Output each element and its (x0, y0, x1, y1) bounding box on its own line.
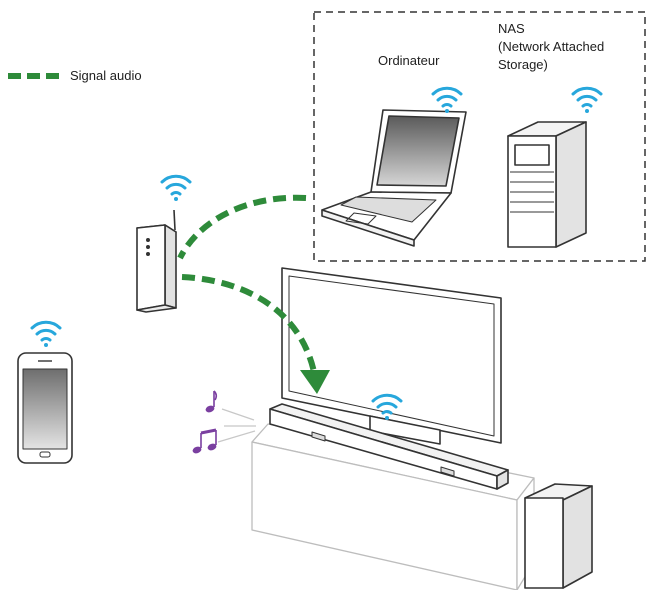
nas-label: NAS (Network Attached Storage) (498, 20, 604, 74)
computer-label: Ordinateur (378, 53, 440, 68)
audio-signal-path-computer-to-router (177, 194, 307, 260)
legend-label: Signal audio (70, 68, 142, 83)
laptop (321, 109, 467, 247)
signal-audio-legend-swatch (8, 73, 64, 79)
wifi-icon (371, 393, 403, 420)
sound-waves (217, 408, 256, 443)
subwoofer (524, 483, 593, 589)
nas-tower (507, 121, 587, 248)
source-devices-box (313, 11, 646, 262)
nas-label-line1: NAS (498, 21, 525, 36)
sound-bar (269, 403, 509, 490)
audio-signal-arrowhead (300, 370, 330, 394)
nas-label-line2: (Network Attached (498, 39, 605, 54)
nas-label-line3: Storage) (498, 57, 548, 72)
wifi-icon (30, 320, 62, 347)
wifi-icon (431, 86, 463, 113)
television (281, 267, 502, 445)
legend: Signal audio (8, 67, 142, 85)
music-note-icon (205, 390, 218, 413)
audio-signal-path-router-to-tv (181, 274, 317, 373)
wifi-icon (160, 174, 192, 201)
router (136, 209, 177, 313)
wifi-icon (571, 86, 603, 113)
smartphone (17, 352, 73, 464)
music-note-icon (192, 428, 217, 454)
